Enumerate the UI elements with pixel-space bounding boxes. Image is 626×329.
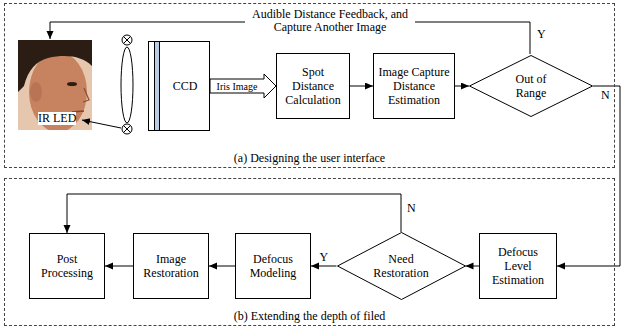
flow-arrow (455, 86, 469, 87)
edge-label: Iris Image (217, 81, 258, 92)
node-label: Spot Distance Calculation (280, 65, 346, 107)
node-label: CCD (173, 79, 198, 93)
flow-arrow (311, 266, 337, 267)
node-label: Image Capture Distance Estimation (377, 65, 451, 107)
edge-label: Y (319, 251, 328, 264)
flow-arrow (350, 86, 373, 87)
leader-line (82, 120, 121, 128)
node-label: Image Restoration (137, 252, 205, 280)
node-label: Defocus Modeling (239, 252, 307, 280)
ir-led-symbol (122, 124, 132, 134)
edge-label: N (407, 202, 416, 215)
flow-arrow (67, 194, 401, 233)
panel-frame: (b) Extending the depth of filed Post Pro… (4, 178, 615, 326)
node-label: Post Processing (33, 252, 101, 280)
feedback-note: Audible Distance Feedback, and Capture A… (245, 8, 415, 34)
block-arrow (210, 74, 276, 98)
flow-arrow (105, 266, 133, 267)
sensor-stripe (154, 42, 160, 130)
process-box: Post Processing (29, 233, 105, 299)
process-box: Image Restoration (133, 233, 209, 299)
ccd-sensor-box: CCD (148, 41, 210, 131)
ir-led-symbol (122, 35, 132, 45)
flow-arrow (209, 266, 235, 267)
process-box: Defocus Level Estimation (479, 233, 557, 299)
process-box: Defocus Modeling (235, 233, 311, 299)
decision-diamond: Out of Range (469, 55, 593, 117)
panel-caption: (b) Extending the depth of filed (5, 309, 614, 323)
panel-caption: (a) Designing the user interface (5, 151, 614, 165)
part-label: IR LED (38, 112, 76, 125)
flow-arrow (466, 266, 480, 267)
face-photo (18, 40, 92, 132)
node-label: Defocus Level Estimation (483, 245, 553, 287)
flow-arrow (557, 86, 620, 266)
process-box: Spot Distance Calculation (276, 53, 350, 119)
node-label: Out of Range (504, 72, 558, 100)
edge-label: N (601, 89, 610, 102)
node-label: Need Restoration (370, 252, 432, 280)
branch-label: Y (537, 28, 546, 41)
decision-diamond: Need Restoration (337, 232, 466, 300)
lens (121, 47, 133, 123)
process-box: Image Capture Distance Estimation (373, 53, 455, 119)
